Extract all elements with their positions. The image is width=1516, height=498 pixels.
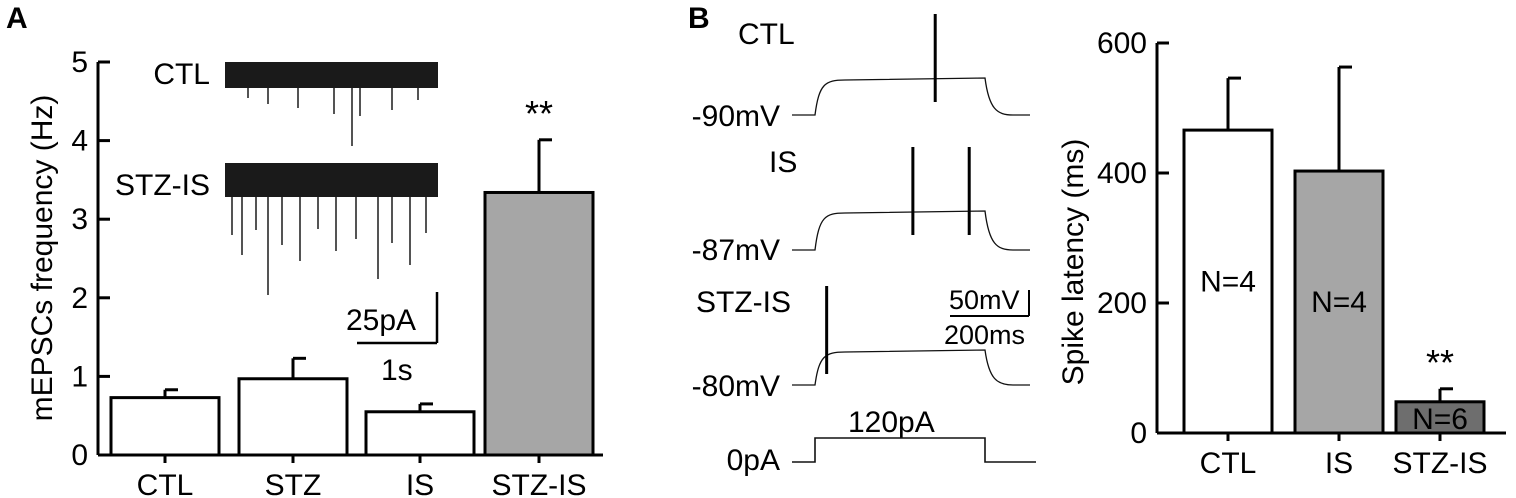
mepsc-inset: CTL STZ-IS 25pA 1s bbox=[115, 58, 439, 387]
chart-b-n-label: N=4 bbox=[1200, 266, 1256, 299]
chart-a-significance: ** bbox=[525, 93, 553, 134]
chart-b-bar bbox=[1182, 128, 1274, 435]
inset-scale-time: 1s bbox=[381, 354, 413, 387]
chart-a-bar bbox=[109, 396, 221, 457]
panel-label-b: B bbox=[688, 2, 710, 35]
chart-a-ytick-label: 5 bbox=[71, 46, 88, 79]
chart-a-bar bbox=[364, 410, 476, 457]
chart-b-ytick-label: 600 bbox=[1097, 27, 1147, 60]
trace-scale-time: 200ms bbox=[944, 320, 1025, 350]
voltage-trace-1 bbox=[792, 210, 1030, 251]
chart-b-xtick-label: IS bbox=[1325, 447, 1353, 480]
trace-label-is: IS bbox=[769, 146, 797, 179]
chart-a-ytick-label: 3 bbox=[71, 203, 88, 236]
chart-b-n-label: N=6 bbox=[1412, 403, 1468, 436]
chart-b-ylabel: Spike latency (ms) bbox=[1057, 139, 1090, 386]
stimulus-trace bbox=[792, 437, 1036, 463]
inset-label-stz-is: STZ-IS bbox=[115, 169, 210, 202]
baseline-ctl: -90mV bbox=[692, 100, 780, 133]
inset-scale-bar bbox=[357, 292, 439, 345]
chart-a-bar bbox=[483, 190, 595, 457]
chart-a-ytick-label: 0 bbox=[71, 439, 88, 472]
chart-b-xtick-label: STZ-IS bbox=[1393, 447, 1488, 480]
panel-label-a: A bbox=[6, 2, 28, 35]
chart-b-significance: ** bbox=[1426, 342, 1454, 383]
chart-b-ytick-label: 200 bbox=[1097, 287, 1147, 320]
chart-b-ytick-label: 0 bbox=[1130, 417, 1147, 450]
chart-b-ytick-label: 400 bbox=[1097, 157, 1147, 190]
stimulus-baseline: 0pA bbox=[727, 444, 780, 477]
trace-label-ctl: CTL bbox=[738, 18, 795, 51]
trace-scale-voltage: 50mV bbox=[949, 285, 1020, 315]
stimulus-amplitude: 120pA bbox=[848, 406, 935, 439]
baseline-stz-is: -80mV bbox=[692, 370, 780, 403]
voltage-trace-2 bbox=[792, 349, 1030, 386]
chart-a-ytick-label: 2 bbox=[71, 282, 88, 315]
chart-b-n-label: N=4 bbox=[1311, 286, 1367, 319]
voltage-trace-0 bbox=[792, 77, 1030, 116]
chart-a-xtick-label: IS bbox=[406, 469, 434, 498]
chart-b-bar bbox=[1293, 169, 1385, 435]
inset-label-ctl: CTL bbox=[153, 58, 210, 91]
chart-a-ytick-label: 4 bbox=[71, 125, 88, 158]
chart-b-xtick-label: CTL bbox=[1200, 447, 1257, 480]
trace-label-stz-is: STZ-IS bbox=[696, 286, 791, 319]
inset-scale-current: 25pA bbox=[346, 304, 416, 337]
chart-a-xtick-label: CTL bbox=[137, 469, 194, 498]
chart-a-ylabel: mEPSCs frequency (Hz) bbox=[26, 95, 59, 422]
baseline-is: -87mV bbox=[692, 234, 780, 267]
chart-b-bar bbox=[1394, 400, 1486, 435]
chart-a-bar bbox=[237, 377, 349, 457]
trace-scale-bar bbox=[950, 290, 1030, 317]
ctl-mepsc-trace bbox=[225, 62, 438, 88]
stz-is-mepsc-trace bbox=[225, 163, 438, 197]
chart-a-xtick-label: STZ-IS bbox=[492, 469, 587, 498]
stz-is-mepsc-events bbox=[231, 195, 427, 295]
voltage-traces: CTL IS STZ-IS -90mV -87mV -80mV 0pA 120p… bbox=[692, 14, 1036, 477]
mepsc-frequency-chart: mEPSCs frequency (Hz) 0 1 2 3 4 5 ** CTL STZ IS… bbox=[26, 46, 603, 498]
ctl-mepsc-events bbox=[247, 86, 419, 146]
chart-a-ytick-label: 1 bbox=[71, 360, 88, 393]
chart-a-xtick-label: STZ bbox=[265, 469, 322, 498]
